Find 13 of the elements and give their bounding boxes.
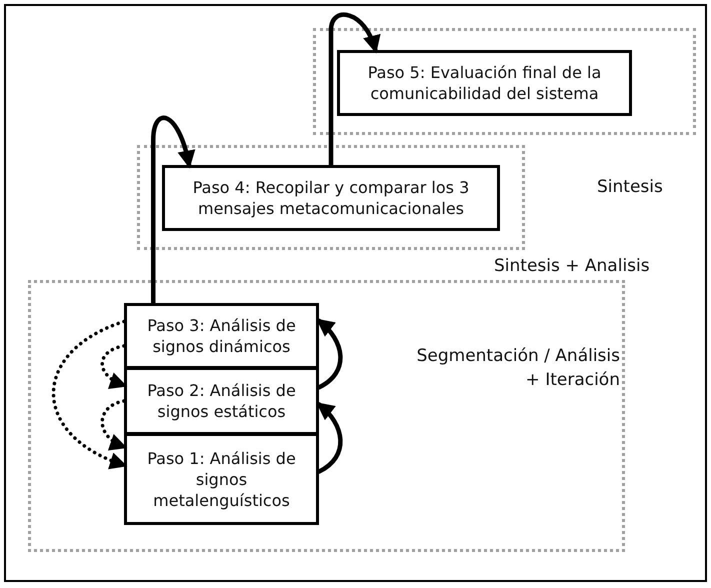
dotted-region	[28, 280, 625, 552]
dotted-region	[137, 145, 525, 250]
stage-label: Segmentación / Análisis + Iteración	[416, 345, 620, 392]
step-box: Paso 2: Análisis de signos estáticos	[124, 367, 319, 435]
step-box: Paso 3: Análisis de signos dinámicos	[124, 303, 319, 369]
stage-label: Sintesis	[597, 176, 663, 199]
step-box: Paso 1: Análisis de signos metalenguísticos	[124, 433, 319, 525]
stage-label: Sintesis + Analisis	[494, 255, 650, 278]
arrow	[328, 12, 380, 168]
step-box: Paso 5: Evaluación final de la comunicabilidad del sistema	[337, 50, 632, 116]
arrow	[151, 116, 195, 306]
dotted-region	[313, 28, 696, 135]
step-box: Paso 4: Recopilar y comparar los 3 mensajes metacomunicacionales	[162, 165, 500, 231]
